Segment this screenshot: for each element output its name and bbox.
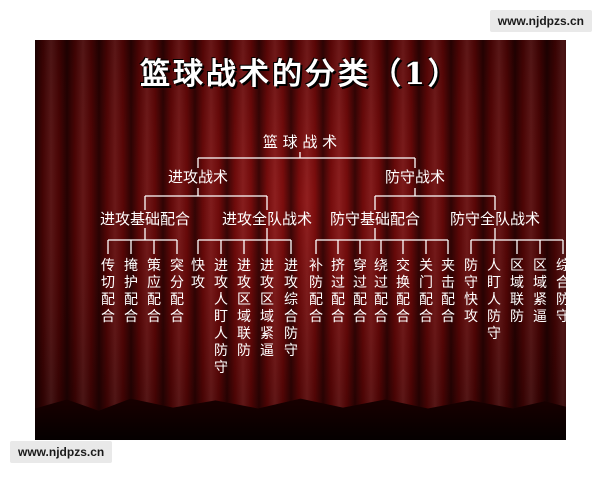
defense-basic-label: 防守基础配合 [330, 210, 420, 228]
offense-basic-label: 进攻基础配合 [100, 210, 190, 228]
watermark-bottom: www.njdpzs.cn [10, 441, 113, 463]
leaf-label: 人盯人防守 [487, 258, 501, 342]
leaf-label: 进攻区域联防 [237, 258, 251, 359]
leaf-label: 交换配合 [396, 257, 410, 325]
leaf-label: 快攻 [191, 258, 205, 291]
leaf-label: 传切配合 [101, 258, 115, 325]
leaf-label: 挤过配合 [331, 258, 345, 325]
offense-tactics-label: 进攻战术 [168, 168, 228, 186]
watermark-top: www.njdpzs.cn [489, 10, 592, 32]
leaf-label: 进攻人盯人防守 [214, 258, 228, 376]
leaf-label: 补防配合 [309, 258, 323, 325]
leaf-label: 进攻区域紧逼 [260, 258, 274, 359]
slide-background: 篮球战术的分类（1） 篮 球 战 术 进攻战术 防守战术 进攻基础配合 进攻全队… [35, 40, 566, 440]
leaf-label: 区域紧逼 [533, 258, 547, 325]
defense-tactics-label: 防守战术 [385, 168, 445, 186]
leaf-label: 掩护配合 [124, 258, 138, 325]
leaf-label: 策应配合 [147, 257, 161, 325]
leaf-label: 绕过配合 [374, 258, 388, 325]
tree-root-label: 篮 球 战 术 [263, 133, 337, 151]
tree-connectors [107, 152, 564, 254]
leaf-label: 区域联防 [510, 258, 524, 325]
leaf-label: 防守快攻 [464, 258, 478, 325]
leaf-label: 突分配合 [170, 258, 184, 325]
curtain-bottom [35, 398, 566, 440]
leaf-label: 综合防守 [556, 258, 566, 325]
defense-team-label: 防守全队战术 [450, 210, 540, 228]
leaf-label: 夹击配合 [441, 258, 455, 325]
classification-tree: 篮 球 战 术 进攻战术 防守战术 进攻基础配合 进攻全队战术 防守基础配合 防… [100, 133, 566, 376]
leaf-labels: 传切配合掩护配合策应配合突分配合快攻进攻人盯人防守进攻区域联防进攻区域紧逼进攻综… [101, 257, 566, 376]
leaf-label: 关门配合 [419, 258, 433, 325]
leaf-label: 穿过配合 [353, 258, 367, 325]
leaf-label: 进攻综合防守 [284, 258, 298, 359]
offense-team-label: 进攻全队战术 [222, 210, 312, 228]
page-title: 篮球战术的分类（1） [140, 57, 461, 92]
